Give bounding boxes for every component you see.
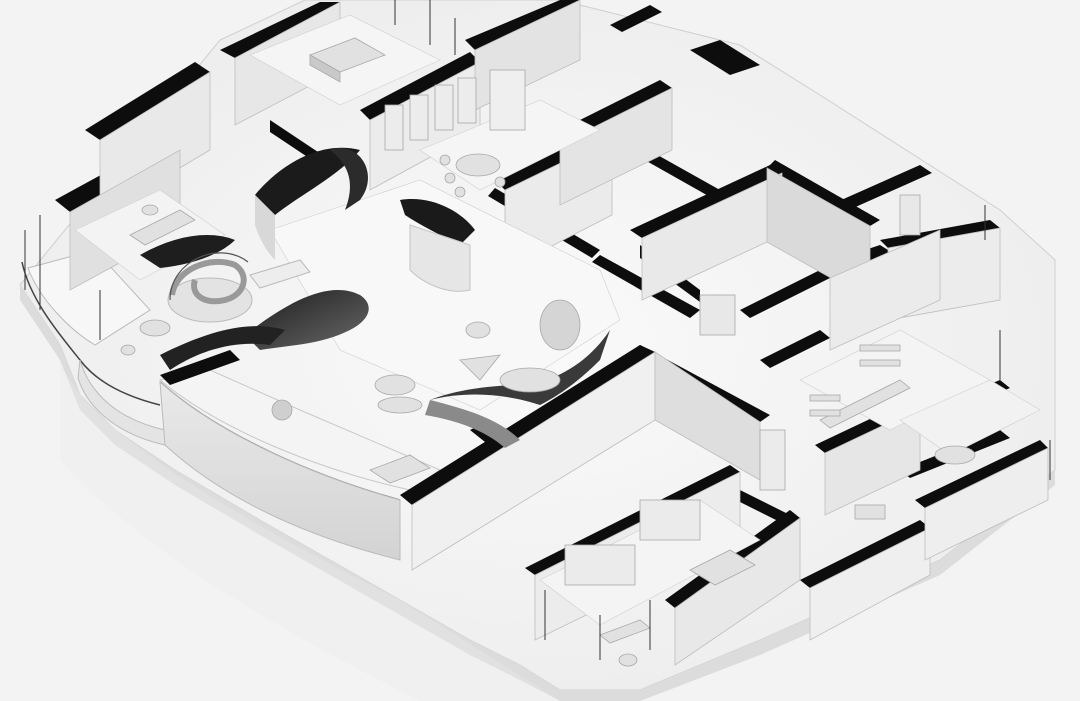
- window-mullions: [24, 0, 1051, 660]
- kitchen-shelf: [809, 394, 841, 402]
- terrace-floor: [27, 249, 151, 346]
- wall-top: [760, 330, 830, 368]
- desk-chair: [141, 204, 159, 216]
- shelf-unit: [384, 104, 404, 151]
- kitchen-shelf: [859, 344, 901, 352]
- wardrobe: [639, 499, 701, 541]
- wall-top: [85, 62, 210, 140]
- shelf-unit: [457, 77, 477, 124]
- shelf-unit: [434, 84, 454, 131]
- wall-face: [924, 447, 1049, 561]
- closet: [699, 294, 736, 336]
- wall-top: [360, 52, 480, 120]
- dark-wave: [160, 326, 285, 370]
- wall-top: [830, 165, 932, 213]
- shelf-unit: [409, 94, 429, 141]
- wave-ribbon: [425, 400, 520, 448]
- side-sofa: [499, 367, 561, 393]
- stool: [494, 176, 506, 188]
- balcony-parapet: [159, 380, 401, 561]
- kitchen-shelf: [859, 359, 901, 367]
- stair-spiral: [169, 258, 247, 305]
- bed: [689, 549, 756, 586]
- wall-top: [630, 165, 782, 238]
- wall-top: [740, 270, 830, 318]
- bath-floor: [899, 379, 1041, 456]
- living-floor: [269, 179, 621, 411]
- wall-top: [915, 440, 1048, 508]
- wall-top: [400, 345, 655, 505]
- spiral-staircase: [167, 252, 311, 323]
- round-table: [139, 319, 171, 337]
- round-rug: [539, 299, 581, 351]
- vanity: [854, 504, 886, 520]
- dark-wave: [140, 235, 235, 268]
- curved-partition: [255, 147, 360, 215]
- curved-partition-face: [255, 195, 275, 260]
- furniture: [120, 37, 976, 667]
- wall-top: [465, 0, 580, 50]
- wall-top: [732, 490, 800, 528]
- curved-screen: [330, 148, 369, 210]
- dining-table: [455, 153, 501, 177]
- dark-sculpture: [400, 199, 475, 245]
- wall-top: [610, 5, 662, 32]
- chair: [120, 344, 136, 356]
- curved-balcony: [158, 369, 442, 561]
- closet: [759, 429, 786, 491]
- wall-face: [829, 229, 941, 351]
- stool: [439, 154, 451, 166]
- living-wave: [430, 330, 610, 405]
- wall-top: [800, 520, 930, 588]
- desk: [129, 209, 196, 246]
- wall-face: [674, 517, 801, 666]
- kitchen-counter: [819, 379, 911, 429]
- tile-wall: [489, 69, 526, 131]
- pouf: [618, 653, 638, 667]
- curved-terrace: [21, 249, 166, 446]
- stool: [454, 186, 466, 198]
- wall-face: [559, 87, 673, 206]
- wall-top: [767, 160, 880, 226]
- wardrobe: [564, 544, 636, 586]
- wall-face: [809, 527, 931, 641]
- cabinet: [899, 194, 921, 236]
- sculpture-base: [409, 224, 471, 292]
- wall-top: [160, 350, 240, 385]
- kitchen-shelf: [809, 409, 841, 417]
- stool: [444, 172, 456, 184]
- ground-shadow: [60, 360, 560, 701]
- potted-plant: [271, 399, 293, 421]
- bed-side: [309, 54, 341, 83]
- bathtub: [934, 445, 976, 465]
- wall-top: [690, 40, 760, 75]
- coffee-table: [459, 354, 501, 381]
- daybed: [369, 454, 431, 484]
- sofa: [374, 374, 416, 396]
- stair-rail: [169, 252, 249, 301]
- armchair: [465, 321, 491, 339]
- sculptural-elements: [140, 147, 610, 448]
- lounge: [377, 396, 423, 414]
- stair-steps: [249, 259, 311, 289]
